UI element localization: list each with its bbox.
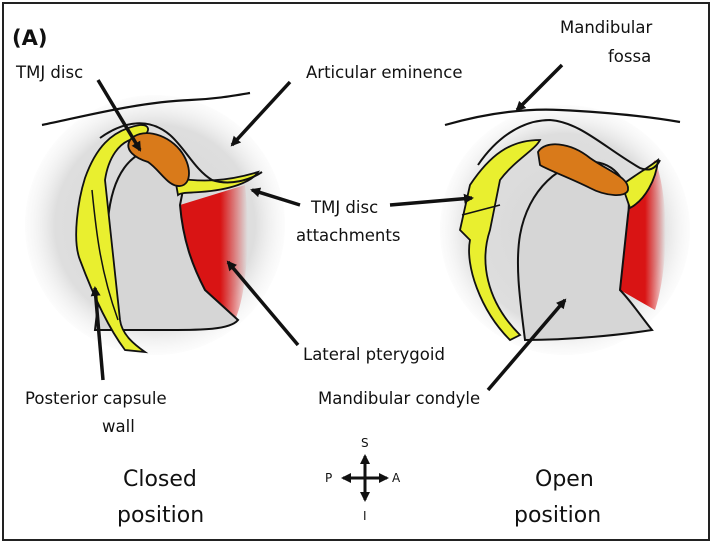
closed-position-line1: Closed (123, 467, 197, 492)
label-lateral-pterygoid: Lateral pterygoid (303, 345, 445, 364)
label-mandibular-fossa-2: fossa (608, 47, 651, 66)
label-mandibular-condyle: Mandibular condyle (318, 389, 480, 408)
label-posterior-capsule-2: wall (102, 417, 135, 436)
panel-label: (A) (12, 26, 47, 50)
open-joint (440, 105, 690, 355)
label-mandibular-fossa-1: Mandibular (560, 18, 652, 37)
open-position-line1: Open (535, 467, 594, 492)
compass-a: A (392, 471, 401, 485)
label-posterior-capsule-1: Posterior capsule (25, 389, 167, 408)
compass-s: S (361, 436, 369, 450)
label-articular-eminence: Articular eminence (306, 63, 462, 82)
compass-p: P (325, 471, 332, 485)
label-tmj-disc: TMJ disc (15, 63, 83, 82)
compass-i: I (363, 509, 367, 523)
label-disc-attachments-2: attachments (296, 226, 400, 245)
closed-position-line2: position (117, 503, 204, 528)
open-position-line2: position (514, 503, 601, 528)
label-disc-attachments-1: TMJ disc (310, 198, 378, 217)
